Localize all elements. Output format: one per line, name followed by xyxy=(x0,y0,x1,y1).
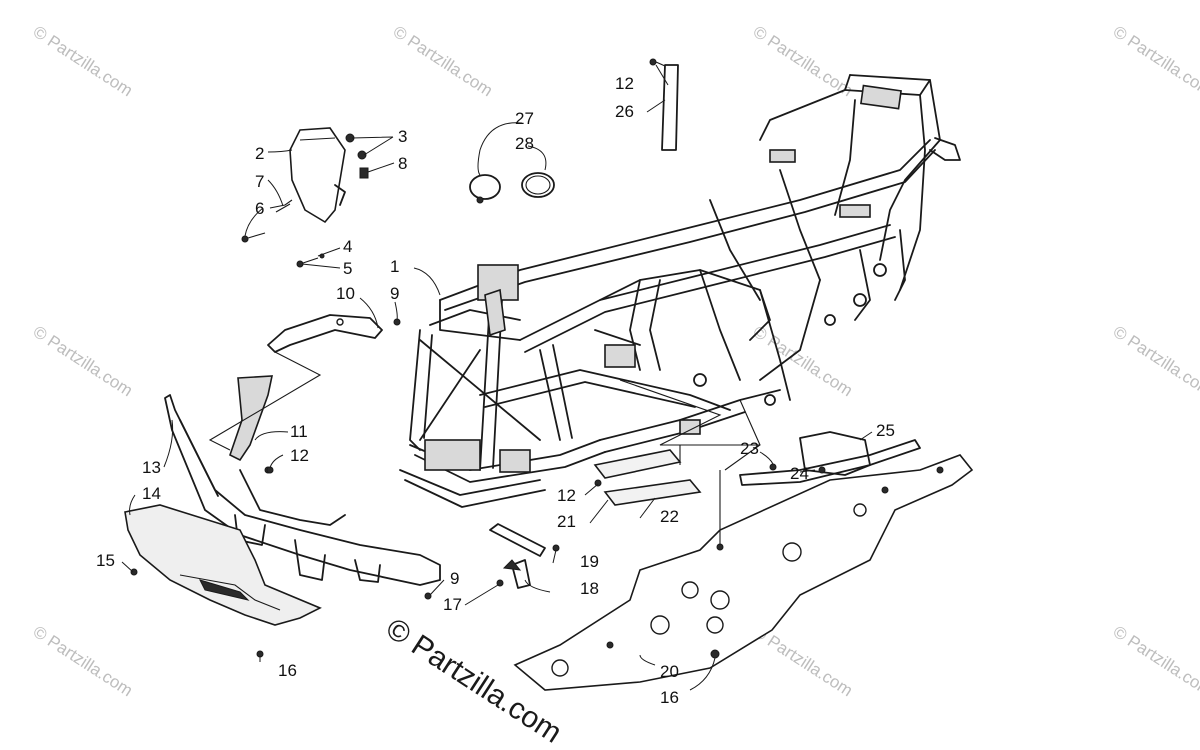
callout-2: 2 xyxy=(255,144,265,163)
callout-5: 5 xyxy=(343,259,353,278)
skid-plate xyxy=(513,454,974,691)
rear-hitch xyxy=(739,431,921,486)
callout-10: 10 xyxy=(336,284,355,303)
callout-11: 11 xyxy=(290,422,308,441)
callout-20: 20 xyxy=(660,662,679,681)
callout-22: 22 xyxy=(660,507,679,526)
callout-17: 17 xyxy=(443,595,462,614)
callout-25: 25 xyxy=(876,421,895,440)
callout-8: 8 xyxy=(398,154,408,173)
foam-blocks xyxy=(593,449,702,506)
callout-3: 3 xyxy=(398,127,408,146)
front-bumper xyxy=(164,375,441,586)
callout-13: 13 xyxy=(142,458,161,477)
callout-19: 19 xyxy=(580,552,599,571)
callout-16-left: 16 xyxy=(278,661,297,680)
callout-24: 24 xyxy=(790,464,809,483)
callout-12-left: 12 xyxy=(290,446,309,465)
callout-26: 26 xyxy=(615,102,634,121)
callout-15: 15 xyxy=(96,551,115,570)
front-rack-support xyxy=(267,314,401,353)
main-frame xyxy=(399,74,961,508)
headlight-assembly xyxy=(241,127,369,268)
callout-9-bottom: 9 xyxy=(450,569,460,588)
rear-strap xyxy=(649,58,679,151)
side-bracket xyxy=(489,523,560,589)
callout-27: 27 xyxy=(515,109,534,128)
callout-18: 18 xyxy=(580,579,599,598)
callout-1: 1 xyxy=(390,257,400,276)
callout-6: 6 xyxy=(255,199,265,218)
hose-clamps xyxy=(469,172,555,204)
callout-28: 28 xyxy=(515,134,534,153)
callout-9-top: 9 xyxy=(390,284,400,303)
callout-21: 21 xyxy=(557,512,576,531)
leader-lines xyxy=(121,64,873,691)
callout-16-right: 16 xyxy=(660,688,679,707)
callout-14: 14 xyxy=(142,484,161,503)
callout-12-top: 12 xyxy=(615,74,634,93)
callout-7: 7 xyxy=(255,172,265,191)
callout-4: 4 xyxy=(343,237,353,256)
callout-23: 23 xyxy=(740,439,759,458)
callout-12-center: 12 xyxy=(557,486,576,505)
front-skid-cover xyxy=(124,504,322,626)
